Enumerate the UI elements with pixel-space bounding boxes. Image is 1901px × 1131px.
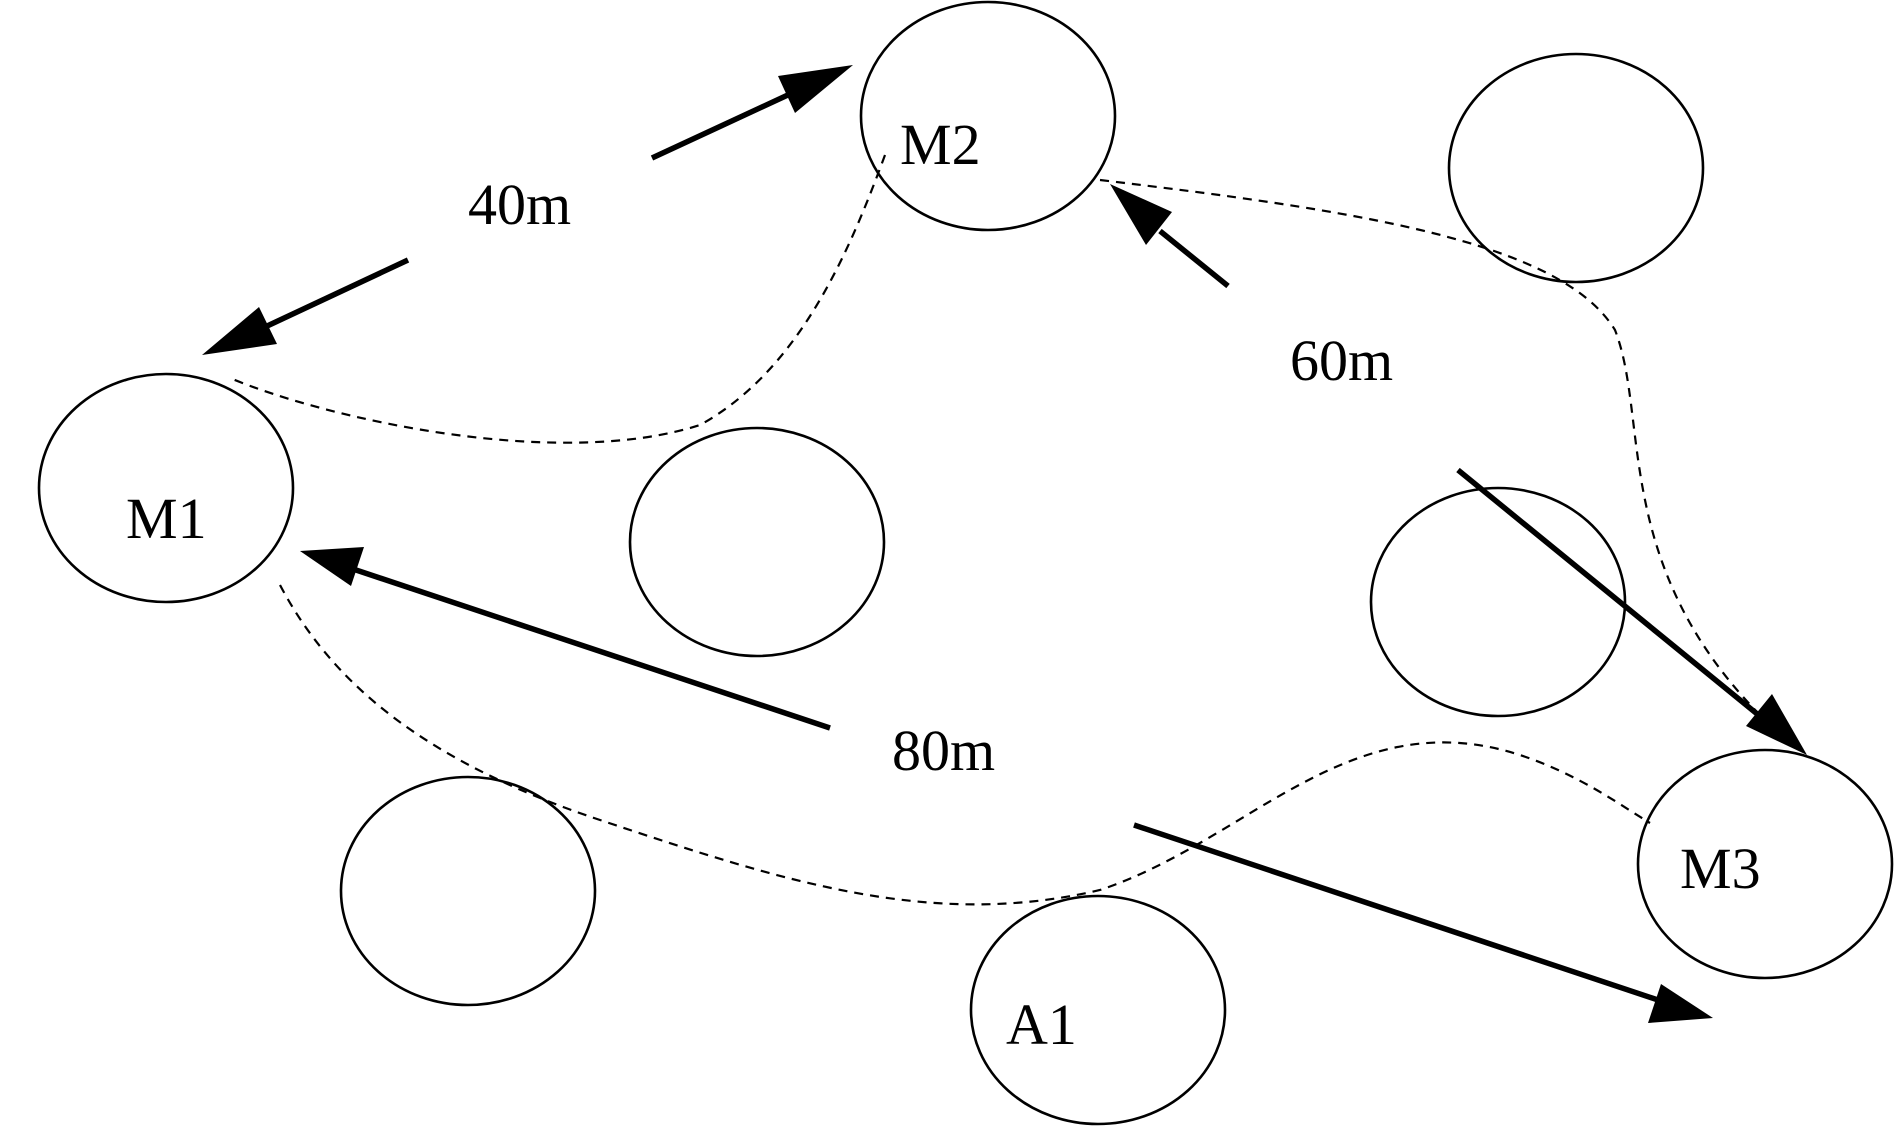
node-m1 bbox=[37, 372, 295, 604]
arrow-80m-to-m3-head bbox=[1648, 984, 1713, 1023]
node-a1 bbox=[969, 894, 1227, 1126]
route-m2-m1 bbox=[229, 154, 887, 444]
arrow-80m-to-m3 bbox=[1133, 822, 1659, 1003]
arrow-80m-to-m1 bbox=[349, 565, 831, 731]
node-m3 bbox=[1636, 748, 1894, 980]
distance-label-60m: 60m bbox=[1290, 328, 1393, 393]
distance-label-80m: 80m bbox=[892, 718, 995, 783]
distance-label-40m: 40m bbox=[468, 172, 571, 237]
node-label-m3: M3 bbox=[1680, 836, 1761, 901]
arrow-40m-to-m2-head bbox=[778, 65, 853, 113]
arrow-60m-to-m2-head bbox=[1110, 184, 1172, 245]
node-top-right bbox=[1447, 52, 1705, 284]
node-label-m1: M1 bbox=[126, 486, 207, 551]
node-right-middle bbox=[1369, 486, 1627, 718]
route-m1-a1-m3 bbox=[279, 584, 1651, 906]
node-label-a1: A1 bbox=[1006, 992, 1077, 1057]
arrow-60m-to-m2 bbox=[1158, 228, 1230, 289]
node-center bbox=[628, 426, 886, 658]
route-m2-m3 bbox=[1099, 178, 1771, 726]
arrow-40m-to-m1-head bbox=[202, 307, 277, 355]
arrow-80m-to-m1-head bbox=[300, 547, 364, 586]
node-m2 bbox=[859, 0, 1117, 232]
arrow-40m-to-m2 bbox=[650, 91, 792, 161]
arrow-40m-to-m1 bbox=[263, 257, 410, 330]
arrow-60m-to-m3-head bbox=[1746, 694, 1807, 755]
node-label-m2: M2 bbox=[900, 112, 981, 177]
node-bottom-left bbox=[339, 775, 597, 1007]
arrow-60m-to-m3 bbox=[1456, 467, 1769, 725]
